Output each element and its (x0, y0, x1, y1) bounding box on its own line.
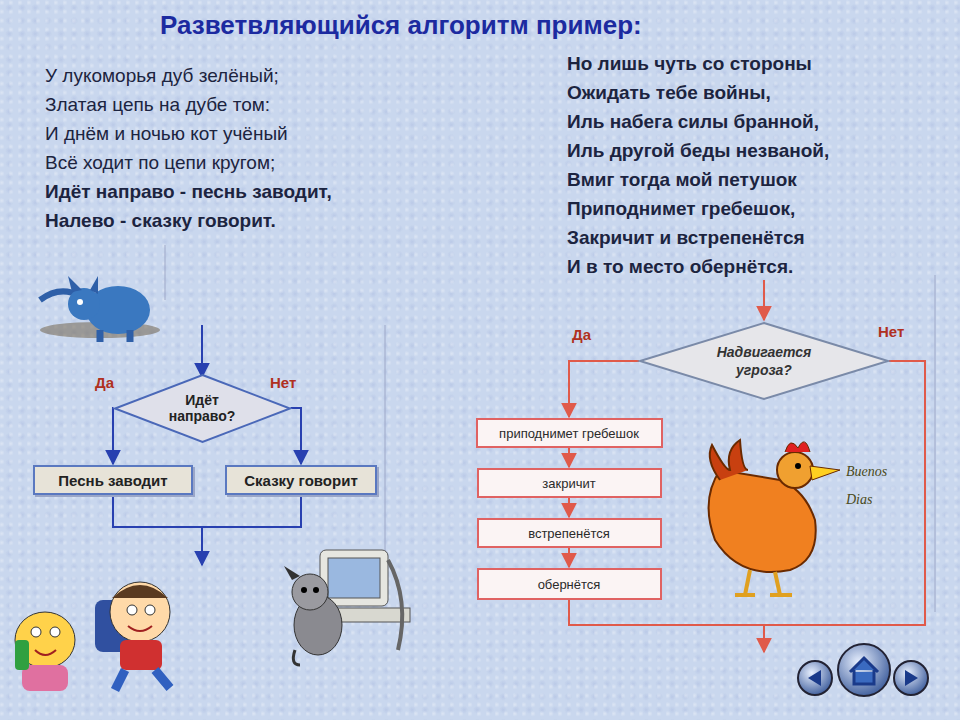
process-box: Песнь заводит (33, 465, 193, 495)
flow-connector (568, 548, 570, 567)
rooster (777, 452, 813, 488)
children (50, 627, 60, 637)
node-text: Сказку говорит (244, 472, 357, 489)
node-text: обернётся (538, 577, 601, 592)
poem-line: У лукоморья дуб зелёный; (45, 65, 279, 87)
rooster (795, 463, 801, 469)
poem-line: И днём и ночью кот учёный (45, 123, 288, 145)
children (31, 627, 41, 637)
poem-line: Закричит и встрепенётся (567, 227, 805, 249)
branch-label: Нет (270, 374, 296, 391)
flow-line-left (113, 495, 301, 527)
process-box: встрепенётся (477, 518, 662, 548)
process-box: приподнимет гребешок (476, 418, 663, 448)
children (112, 585, 168, 598)
poem-line: Налево - сказку говорит. (45, 210, 276, 232)
poem-line: И в то место обернётся. (567, 256, 793, 278)
poem-line: Иль другой беды незваной, (567, 140, 829, 162)
nav-buttons (894, 661, 928, 695)
children (15, 582, 170, 691)
nav-buttons (798, 661, 832, 695)
flow-connector (569, 361, 639, 417)
children (128, 626, 152, 631)
speech-text: Buenos Dias (846, 458, 890, 514)
children (120, 640, 162, 670)
diamond-shape (640, 323, 888, 399)
slide-rule-lines (935, 275, 936, 612)
flow-connector (568, 448, 570, 467)
children (115, 670, 170, 690)
cat-computer (320, 550, 388, 606)
rooster (745, 570, 780, 595)
branch-label: Да (95, 374, 114, 391)
decision-diamond: Идёт направо? (114, 374, 291, 443)
process-box: обернётся (477, 568, 662, 600)
branch-label: Нет (878, 323, 904, 340)
rooster (710, 440, 748, 480)
children (22, 665, 68, 691)
children (145, 605, 155, 615)
cat-computer (313, 587, 319, 593)
poem-line: Златая цепь на дубе том: (45, 94, 270, 116)
slide-title: Разветвляющийся алгоритм пример: (160, 10, 642, 41)
flow-connector (112, 408, 115, 464)
blue-cat (40, 276, 160, 342)
node-text: приподнимет гребешок (499, 426, 639, 441)
slide-rule-lines (165, 245, 166, 300)
process-box: Сказку говорит (225, 465, 377, 495)
node-text: Идёт направо? (162, 392, 242, 424)
diamond-outline (639, 322, 889, 400)
nav-buttons (798, 644, 928, 696)
cat-computer (388, 560, 402, 650)
branch-label: Да (572, 326, 591, 343)
poem-line: Приподнимет гребешок, (567, 198, 795, 220)
diamond-shape (115, 375, 290, 442)
cat-computer (292, 574, 328, 610)
children (15, 640, 29, 670)
poem-line: Но лишь чуть со стороны (567, 53, 812, 75)
rooster (735, 593, 792, 597)
children (110, 582, 170, 642)
flow-line-left (201, 325, 203, 377)
nav-buttons (905, 670, 918, 686)
cat-computer (284, 566, 300, 580)
children (127, 605, 137, 615)
flow-line-left (113, 325, 301, 565)
cat-computer (301, 587, 307, 593)
flow-line-right (763, 625, 765, 652)
flow-line-right (763, 280, 765, 320)
blue-cat (68, 288, 100, 320)
slide-rule-lines (165, 245, 935, 612)
poem-line: Иль набега силы бранной, (567, 111, 819, 133)
node-text: Надвигается угроза? (709, 343, 819, 379)
poem-line: Идёт направо - песнь заводит, (45, 181, 332, 203)
flow-connector (291, 408, 302, 464)
node-text: встрепенётся (528, 526, 610, 541)
flow-connector (568, 498, 570, 517)
node-text: закричит (542, 476, 595, 491)
poem-line: Вмиг тогда мой петушок (567, 169, 797, 191)
children (35, 650, 56, 655)
rooster (785, 442, 810, 452)
process-box: закричит (477, 468, 662, 498)
blue-cat (77, 299, 83, 305)
rooster (810, 466, 840, 480)
cat-computer (293, 650, 300, 665)
cat-computer (328, 558, 380, 598)
nav-buttons (838, 644, 890, 696)
poem-line: Всё ходит по цепи кругом; (45, 152, 275, 174)
blue-cat (100, 330, 130, 342)
decision-diamond: Надвигается угроза? (639, 322, 889, 400)
poem-line: Ожидать тебе войны, (567, 82, 771, 104)
nav-buttons (850, 658, 878, 684)
cat-computer (284, 550, 410, 665)
blue-cat (68, 276, 98, 294)
flow-line-left (201, 527, 203, 565)
rooster (709, 440, 840, 595)
node-text: Песнь заводит (58, 472, 167, 489)
nav-buttons (808, 670, 821, 686)
